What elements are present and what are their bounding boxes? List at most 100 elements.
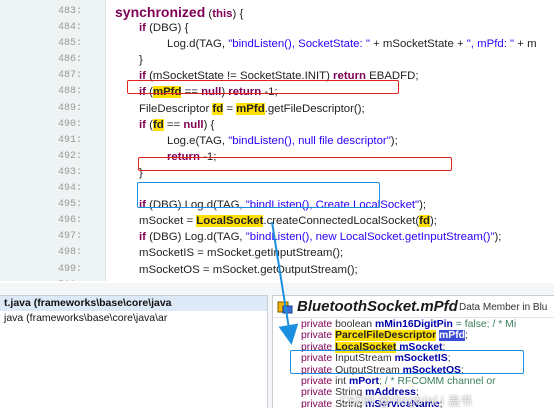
code-token: -1; [199, 150, 217, 163]
code-token: fd [152, 118, 164, 131]
code-text: return -1; [167, 149, 216, 165]
code-token: ); [494, 231, 502, 244]
declaration-name: mMin16DigitPin [374, 319, 453, 330]
code-line[interactable]: 492: return -1; [0, 149, 554, 165]
declaration-modifier: private [301, 330, 333, 342]
symbol-window[interactable]: BluetoothSocket.mPfd Data Member in Blu … [272, 295, 554, 408]
code-line[interactable]: 490:if (fd == null) { [0, 117, 554, 133]
declaration-modifier: private [301, 375, 333, 387]
code-token: if [139, 70, 146, 83]
code-text: Log.d(TAG, "bindListen(), SocketState: "… [167, 36, 537, 52]
code-token: = [223, 102, 237, 115]
search-result-row[interactable]: java (frameworks\base\core\java\ar [0, 311, 267, 326]
code-line[interactable]: 495: if (DBG) Log.d(TAG, "bindListen(), C… [0, 197, 554, 213]
search-result-row[interactable]: t.java (frameworks\base\core\java [0, 296, 267, 311]
code-line[interactable]: 496:mSocket = LocalSocket.createConnecte… [0, 213, 554, 229]
code-line[interactable]: 498: mSocketIS = mSocket.getInputStream()… [0, 245, 554, 261]
code-token: mSocket = [139, 215, 197, 228]
line-number: 498: [57, 247, 82, 259]
code-token: EBADFD; [365, 70, 419, 83]
code-token: mSocketIS = mSocket.getInputStream(); [139, 247, 344, 260]
declaration-modifier: private [301, 364, 333, 376]
code-token: (DBG) Log.d(TAG, [145, 199, 246, 212]
code-token: if [139, 118, 146, 131]
declaration-name: mPort [348, 375, 379, 387]
code-editor[interactable]: 483:synchronized (this) {484:if (DBG) {4… [0, 0, 554, 281]
code-text: if (DBG) { [139, 20, 188, 36]
code-text: synchronized (this) { [115, 4, 243, 22]
code-token: this [212, 8, 233, 20]
line-number: 497: [57, 231, 82, 243]
declaration-line[interactable]: private boolean mMin16DigitPin = false; … [273, 319, 554, 330]
declaration-line[interactable]: private LocalSocket mSocket; [273, 341, 554, 353]
code-token: if [139, 199, 146, 212]
code-token: "bindListen(), new LocalSocket.getInputS… [245, 231, 495, 244]
code-token: "bindListen(), SocketState: " [228, 38, 370, 51]
declaration-name: mSocketOS [402, 364, 461, 376]
declaration-line[interactable]: private int mPort; / * RFCOMM channel or [273, 376, 554, 387]
highlight-box-getfiledescriptor [127, 80, 399, 94]
code-line[interactable]: 487:if (mSocketState != SocketState.INIT… [0, 68, 554, 84]
code-token: "bindListen(), Create LocalSocket" [245, 199, 420, 212]
declaration-line[interactable]: private String mAddress; [273, 387, 554, 398]
declaration-modifier: private [301, 341, 333, 353]
code-token: Log.e(TAG, [167, 134, 229, 147]
code-token: ) { [203, 118, 215, 131]
code-token: "bindListen(), null file descriptor" [228, 134, 391, 147]
line-number: 491: [57, 134, 82, 146]
code-token: + mSocketState + [369, 38, 467, 51]
line-number-gutter [0, 0, 106, 281]
code-token: fd [419, 215, 430, 228]
line-number: 494: [57, 183, 82, 195]
code-line[interactable]: 491: Log.e(TAG, "bindListen(), null file … [0, 133, 554, 149]
code-token: } [139, 166, 143, 179]
code-token: == [181, 86, 202, 99]
code-text: if (fd == null) { [139, 117, 214, 133]
declaration-line[interactable]: private ParcelFileDescriptor mPfd; [273, 330, 554, 342]
code-token: if [139, 22, 146, 35]
code-token: ( [145, 118, 153, 131]
field-member-icon [277, 301, 293, 314]
code-line[interactable]: 488:if (mPfd == null) return -1; [0, 84, 554, 100]
declaration-line[interactable]: private InputStream mSocketIS; [273, 353, 554, 364]
line-number: 492: [57, 150, 82, 162]
declaration-type: String [335, 398, 363, 408]
code-line[interactable]: 486:} [0, 52, 554, 68]
code-line[interactable]: 493:} [0, 165, 554, 181]
declaration-tail: ; [415, 387, 419, 399]
symbol-description: Data Member in Blu [459, 302, 548, 313]
declaration-name: mAddress [365, 387, 416, 399]
declaration-line[interactable]: private OutputStream mSocketOS; [273, 365, 554, 376]
code-line[interactable]: 499:mSocketOS = mSocket.getOutputStream(… [0, 262, 554, 278]
code-text: if (DBG) Log.d(TAG, "bindListen(), Creat… [139, 197, 426, 213]
line-number: 495: [57, 199, 82, 211]
code-text: mSocketOS = mSocket.getOutputStream(); [139, 262, 358, 278]
code-line[interactable]: 497:if (DBG) Log.d(TAG, "bindListen(), n… [0, 229, 554, 245]
code-line[interactable]: 489:FileDescriptor fd = mPfd.getFileDesc… [0, 101, 554, 117]
code-token: == [163, 118, 184, 131]
code-token: ( [205, 8, 213, 20]
code-token: ) { [232, 8, 244, 20]
code-line[interactable]: 483:synchronized (this) { [0, 4, 554, 20]
code-line[interactable]: 484: if (DBG) { [0, 20, 554, 36]
code-token: + m [514, 38, 537, 51]
code-token: .createConnectedLocalSocket( [263, 215, 420, 228]
declaration-line[interactable]: private String mServiceName; [273, 399, 554, 408]
code-text: if (mSocketState != SocketState.INIT) re… [139, 68, 419, 84]
code-line[interactable]: 494: [0, 181, 554, 197]
code-line[interactable]: 500:} [0, 278, 554, 281]
highlight-box-stream-fields [290, 350, 524, 374]
code-token: ); [390, 134, 398, 147]
declaration-name: mPfd [439, 330, 466, 342]
declaration-tail: ; [442, 341, 446, 353]
result-path: java (frameworks\base\core\java\ar [4, 312, 168, 324]
code-text: } [139, 165, 143, 181]
code-token: ); [429, 215, 437, 228]
code-token: mPfd [236, 102, 265, 115]
line-number: 484: [57, 22, 82, 34]
code-token: ", mPfd: " [466, 38, 515, 51]
code-token: return [228, 86, 262, 99]
code-line[interactable]: 485:Log.d(TAG, "bindListen(), SocketStat… [0, 36, 554, 52]
